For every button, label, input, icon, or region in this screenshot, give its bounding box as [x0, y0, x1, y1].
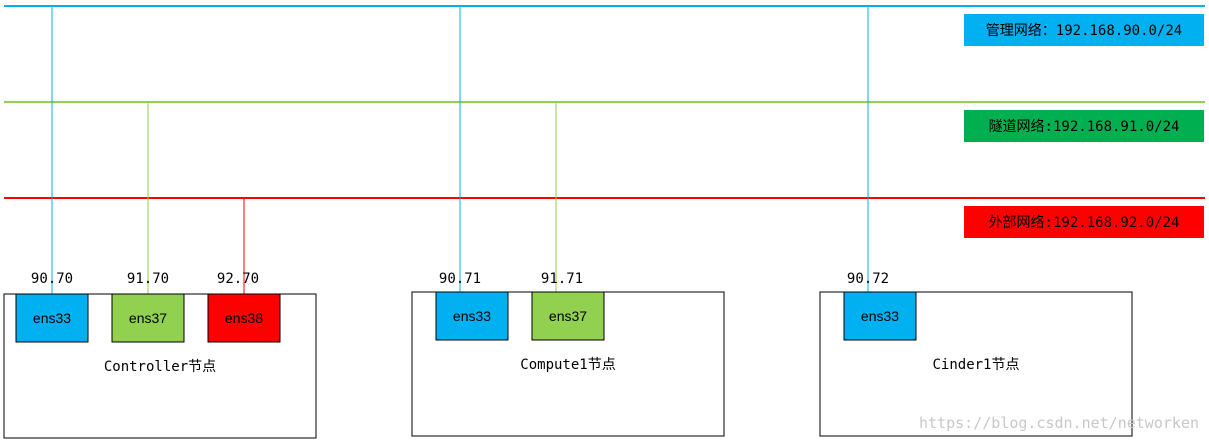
- node-compute1: Compute1节点 90.71 ens33 91.71 ens37: [411, 271, 725, 437]
- legend-external: 外部网络:192.168.92.0/24: [964, 206, 1204, 238]
- compute1-ens37-name: ens37: [549, 308, 587, 324]
- controller-ens33-nic: [15, 293, 89, 343]
- controller-ens38-nic: [207, 293, 281, 343]
- legend-tunnel-box: [964, 110, 1204, 142]
- legend-mgmt-label: 管理网络：192.168.90.0/24: [986, 23, 1182, 39]
- compute1-ens33-name: ens33: [453, 308, 491, 324]
- compute1-ens33-ip: 90.71: [439, 271, 481, 287]
- controller-ens33-ip: 90.70: [31, 271, 73, 287]
- legend-tunnel: 隧道网络:192.168.91.0/24: [964, 110, 1204, 142]
- cinder1-ens33-name: ens33: [861, 308, 899, 324]
- legend-external-label: 外部网络:192.168.92.0/24: [989, 215, 1180, 231]
- controller-ens38-name: ens38: [225, 310, 263, 326]
- controller-ens33-name: ens33: [33, 310, 71, 326]
- controller-ens37-name: ens37: [129, 310, 167, 326]
- cinder1-ens33-ip: 90.72: [847, 271, 889, 287]
- controller-ens37-nic: [111, 293, 185, 343]
- legend-mgmt-box: [964, 14, 1204, 46]
- node-compute1-label: Compute1节点: [520, 357, 615, 373]
- controller-ens38-ip: 92.70: [217, 271, 259, 287]
- watermark: https://blog.csdn.net/networken: [919, 414, 1199, 432]
- cinder1-ens33-nic: [843, 291, 917, 341]
- node-controller-label: Controller节点: [104, 359, 216, 375]
- compute1-ens37-ip: 91.71: [541, 271, 583, 287]
- legend-external-box: [964, 206, 1204, 238]
- controller-ens37-ip: 91.70: [127, 271, 169, 287]
- compute1-ens33-nic: [435, 291, 509, 341]
- node-cinder1: Cinder1节点 90.72 ens33: [819, 271, 1133, 437]
- node-controller: Controller节点 90.70 ens33 91.70 ens37 92.…: [3, 271, 317, 439]
- legend-tunnel-label: 隧道网络:192.168.91.0/24: [989, 119, 1180, 135]
- node-cinder1-label: Cinder1节点: [932, 357, 1019, 373]
- compute1-ens37-nic: [531, 291, 605, 341]
- legend-mgmt: 管理网络：192.168.90.0/24: [964, 14, 1204, 46]
